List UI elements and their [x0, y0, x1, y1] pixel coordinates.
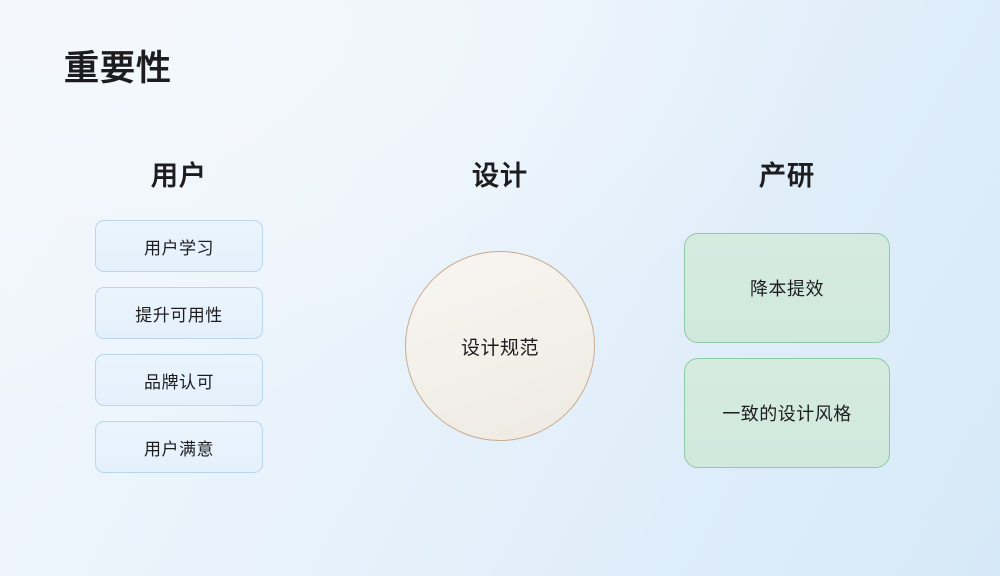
- column-title-user: 用户: [151, 161, 207, 191]
- pill-label: 提升可用性: [135, 305, 223, 325]
- list-item[interactable]: 用户满意: [95, 421, 263, 474]
- design-spec-circle[interactable]: 设计规范: [405, 251, 595, 442]
- pill-label: 用户满意: [144, 439, 214, 459]
- list-item[interactable]: 降本提效: [684, 233, 890, 344]
- list-item[interactable]: 提升可用性: [95, 287, 263, 340]
- user-pill-list: 用户学习 提升可用性 品牌认可 用户满意: [60, 220, 298, 474]
- column-design: 设计 设计规范: [380, 160, 620, 442]
- design-spec-label: 设计规范: [460, 337, 539, 359]
- card-label: 一致的设计风格: [722, 404, 852, 425]
- list-item[interactable]: 一致的设计风格: [684, 358, 890, 469]
- page-title: 重要性: [64, 49, 173, 88]
- pill-label: 用户学习: [144, 238, 214, 258]
- column-user: 用户 用户学习 提升可用性 品牌认可 用户满意: [60, 160, 298, 474]
- column-product: 产研 降本提效 一致的设计风格: [666, 160, 908, 469]
- product-card-list: 降本提效 一致的设计风格: [666, 220, 908, 469]
- column-title-design: 设计: [472, 161, 528, 191]
- list-item[interactable]: 用户学习: [95, 220, 263, 273]
- design-circle-wrap: 设计规范: [380, 220, 620, 442]
- list-item[interactable]: 品牌认可: [95, 354, 263, 407]
- pill-label: 品牌认可: [144, 372, 214, 392]
- card-label: 降本提效: [750, 279, 824, 300]
- column-title-product: 产研: [759, 161, 815, 191]
